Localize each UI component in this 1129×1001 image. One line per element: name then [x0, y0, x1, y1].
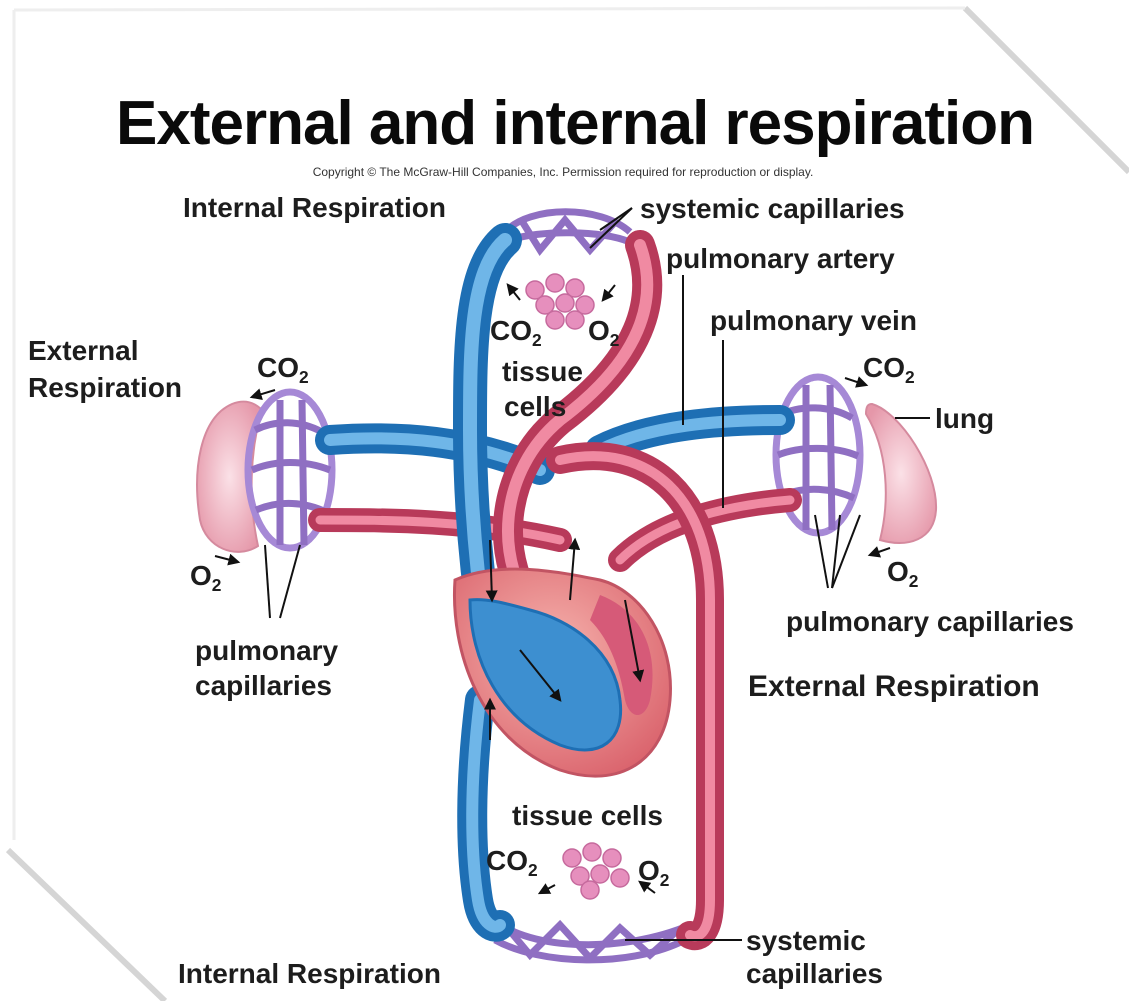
systemic-capillaries-bottom-bed	[490, 915, 690, 960]
label-o2-left: O2	[190, 560, 221, 592]
label-external-respiration-right: External Respiration	[748, 670, 1040, 704]
label-co2-right: CO2	[863, 352, 915, 384]
page-title: External and internal respiration	[0, 88, 1129, 159]
label-tissue-cells-lower: tissue cells	[512, 800, 663, 832]
label-o2-upper: O2	[588, 315, 619, 347]
tissue-cells-lower-cluster	[563, 843, 629, 899]
label-systemic-capillaries-bottom-line1: systemic	[746, 925, 866, 957]
label-o2-right: O2	[887, 556, 918, 588]
label-internal-respiration-bottom: Internal Respiration	[178, 958, 441, 990]
label-pulmonary-capillaries-right: pulmonary capillaries	[786, 606, 1074, 638]
label-o2-lower: O2	[638, 855, 669, 887]
copyright-notice: Copyright © The McGraw-Hill Companies, I…	[0, 165, 1126, 179]
label-systemic-capillaries-top: systemic capillaries	[640, 193, 905, 225]
label-systemic-capillaries-bottom-line2: capillaries	[746, 958, 883, 990]
label-tissue-cells-upper-line1: tissue	[502, 356, 583, 388]
label-external-respiration-left-line2: Respiration	[28, 372, 182, 404]
pulmonary-vein-vessels	[320, 500, 790, 560]
label-pulmonary-capillaries-left-line2: capillaries	[195, 670, 332, 702]
label-co2-upper: CO2	[490, 315, 542, 347]
label-pulmonary-capillaries-left-line1: pulmonary	[195, 635, 338, 667]
lung-right	[866, 404, 936, 543]
label-pulmonary-artery: pulmonary artery	[666, 243, 895, 275]
label-co2-left: CO2	[257, 352, 309, 384]
systemic-capillaries-top-bed	[505, 212, 630, 250]
label-internal-respiration-top: Internal Respiration	[183, 192, 446, 224]
label-lung: lung	[935, 403, 994, 435]
label-pulmonary-vein: pulmonary vein	[710, 305, 917, 337]
label-co2-lower: CO2	[486, 845, 538, 877]
label-tissue-cells-upper-line2: cells	[504, 391, 566, 423]
label-external-respiration-left-line1: External	[28, 335, 139, 367]
